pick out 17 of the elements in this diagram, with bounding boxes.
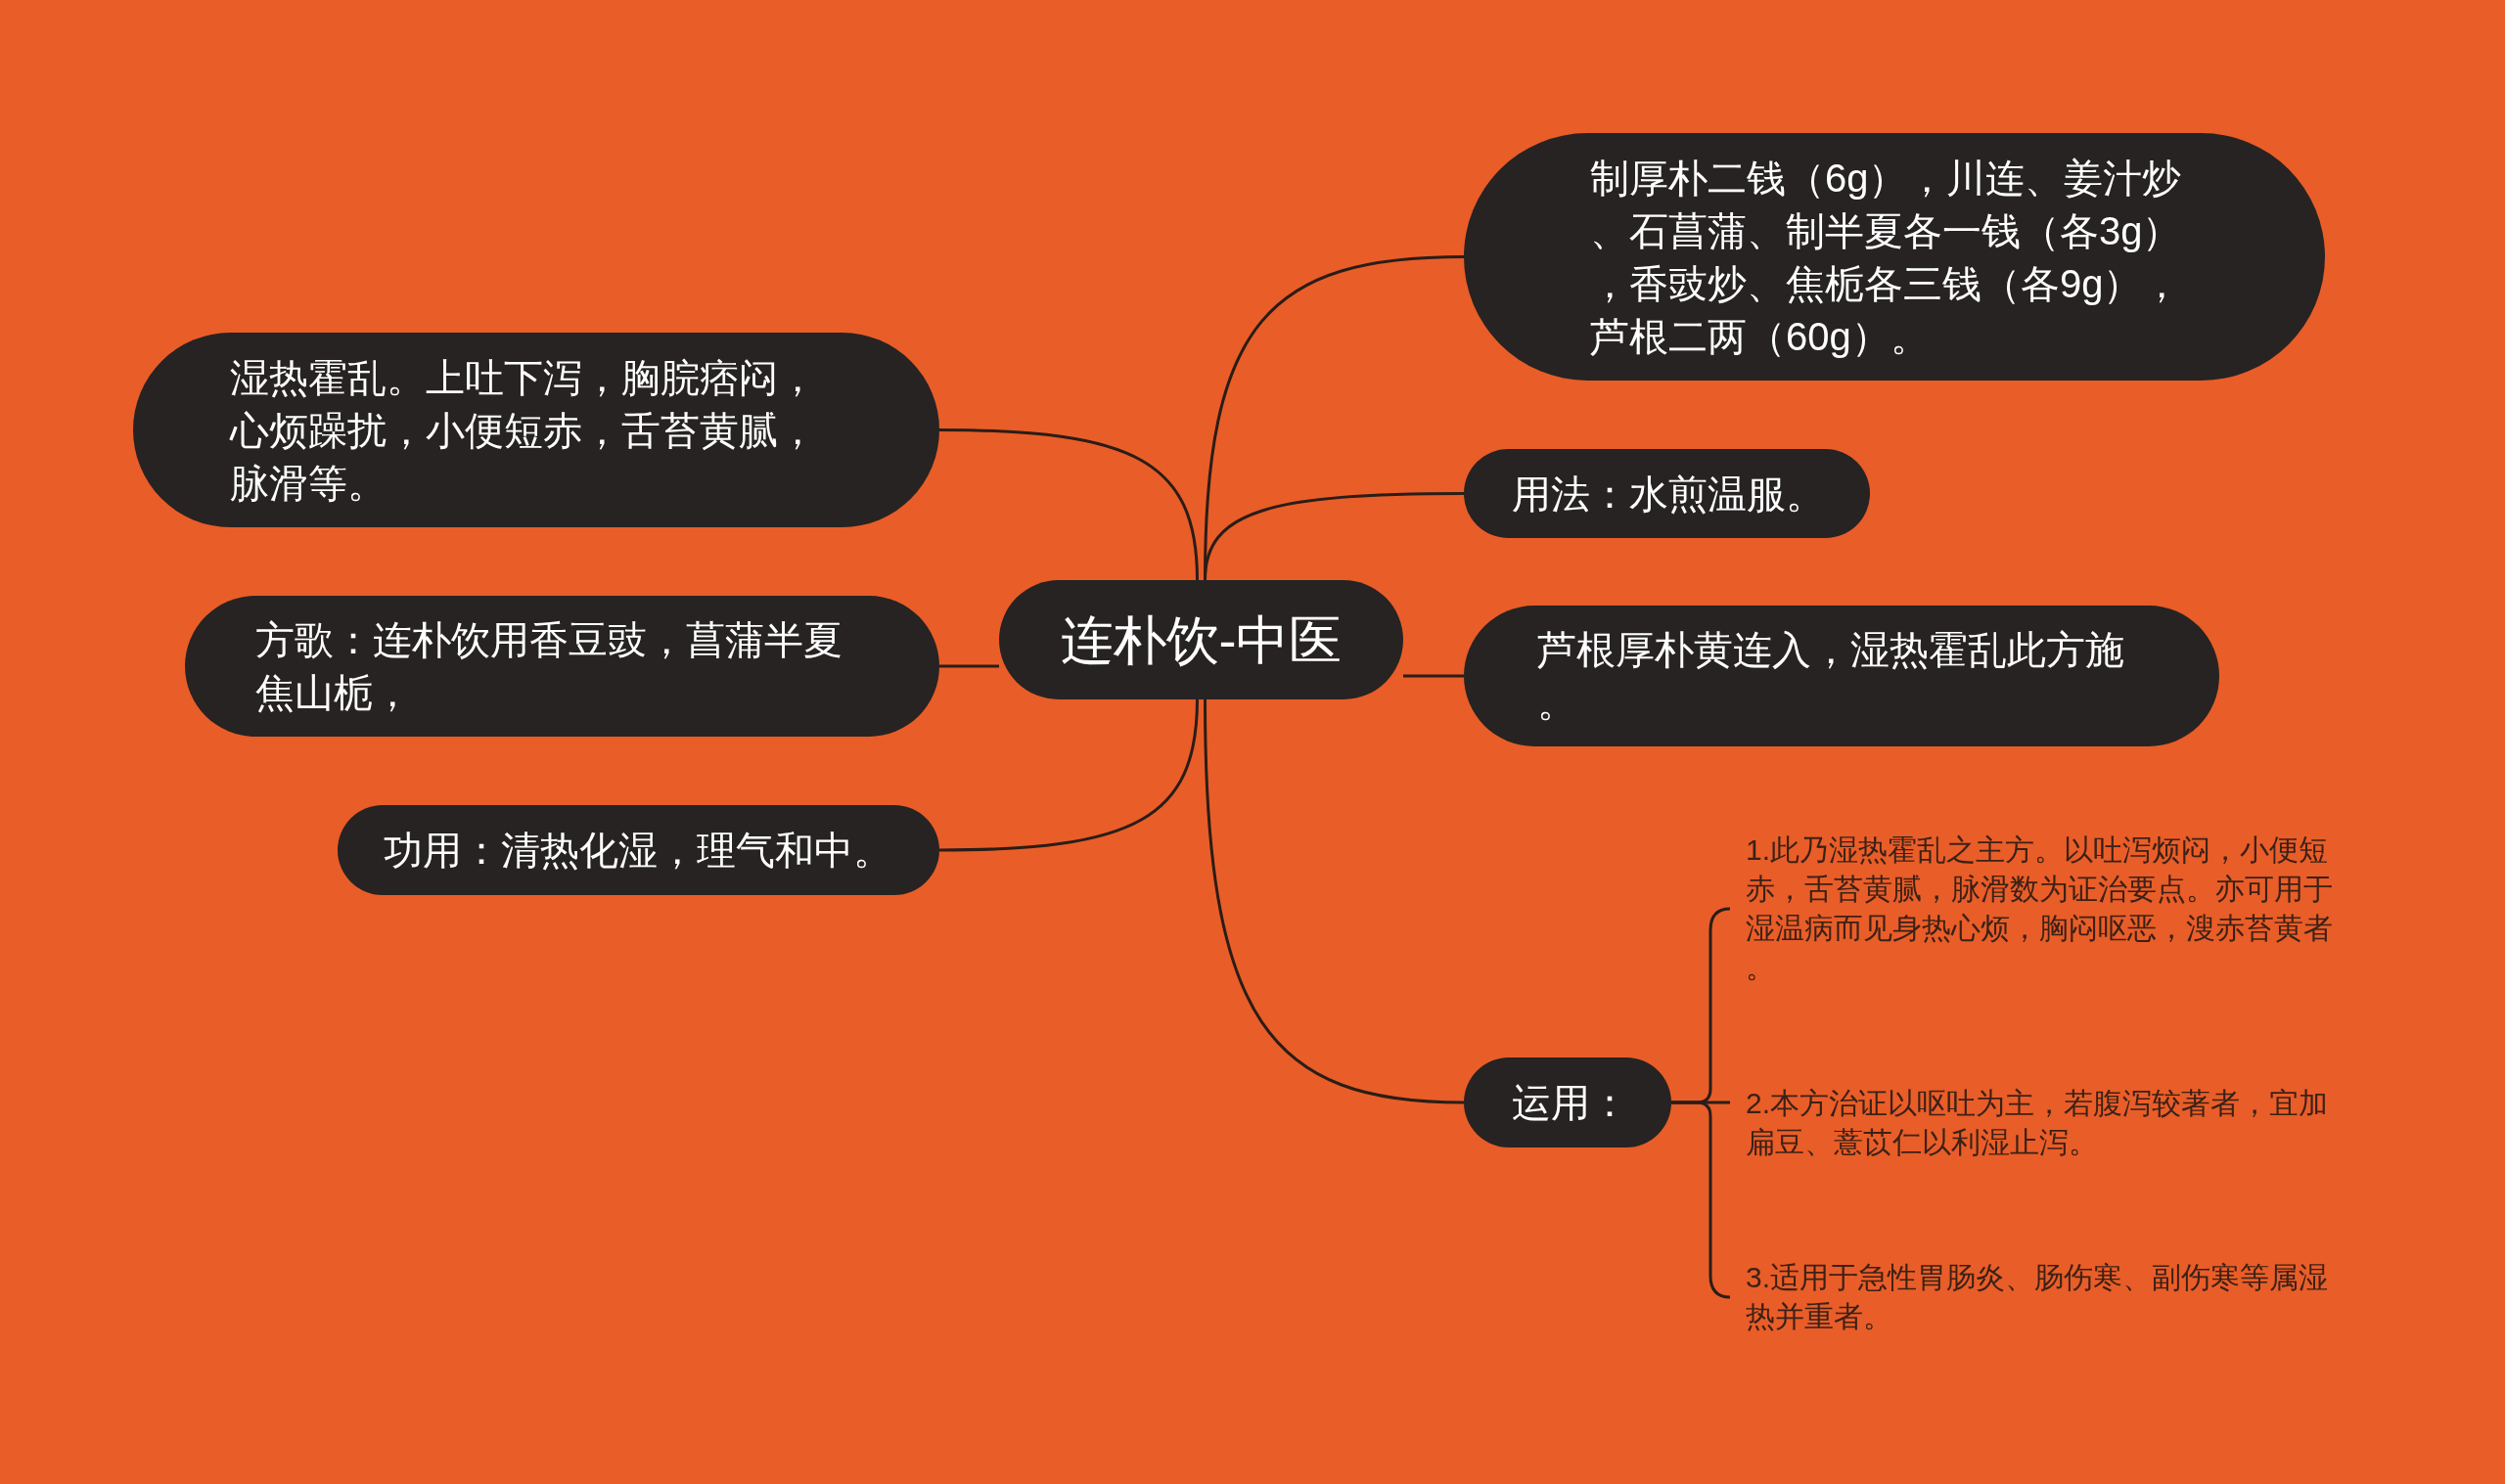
connector-line bbox=[1403, 674, 1464, 678]
topic-text: 湿热霍乱。上吐下泻，胸脘痞闷，心烦躁扰，小便短赤，舌苔黄腻，脉滑等。 bbox=[230, 354, 818, 507]
topic-text: 方歌：连朴饮用香豆豉，菖蒲半夏焦山栀， bbox=[255, 617, 843, 716]
connector-line bbox=[1204, 698, 1465, 1104]
topic-text: 用法：水煎温服。 bbox=[1512, 471, 1826, 517]
connector-line bbox=[938, 698, 1199, 852]
connector-line bbox=[938, 428, 1199, 581]
note-text: 2.本方治证以呕吐为主，若腹泻较著者，宜加扁豆、薏苡仁以利湿止泻。 bbox=[1746, 1086, 2330, 1160]
topic-text: 芦根厚朴黄连入，湿热霍乱此方施。 bbox=[1537, 627, 2125, 726]
topic-text: 制厚朴二钱（6g），川连、姜汁炒、石菖蒲、制半夏各一钱（各3g），香豉炒、焦栀各三钱（各9g），芦根二两（60g）。 bbox=[1590, 155, 2183, 360]
connector-line bbox=[1204, 492, 1464, 581]
central-topic-text: 连朴饮-中医 bbox=[1060, 609, 1343, 671]
note-text: 3.适用于急性胃肠炎、肠伤寒、副伤寒等属湿热并重者。 bbox=[1746, 1260, 2330, 1334]
connector-line bbox=[939, 664, 999, 668]
topic-text: 功用：清热化湿，理气和中。 bbox=[384, 828, 893, 874]
note-text: 1.此乃湿热霍乱之主方。以吐泻烦闷，小便短赤，舌苔黄腻，脉滑数为证治要点。亦可用于湿温病而见身热心烦，胸闷呕恶，溲赤苔黄者。 bbox=[1746, 832, 2334, 985]
topic-text: 运用： bbox=[1512, 1080, 1630, 1126]
